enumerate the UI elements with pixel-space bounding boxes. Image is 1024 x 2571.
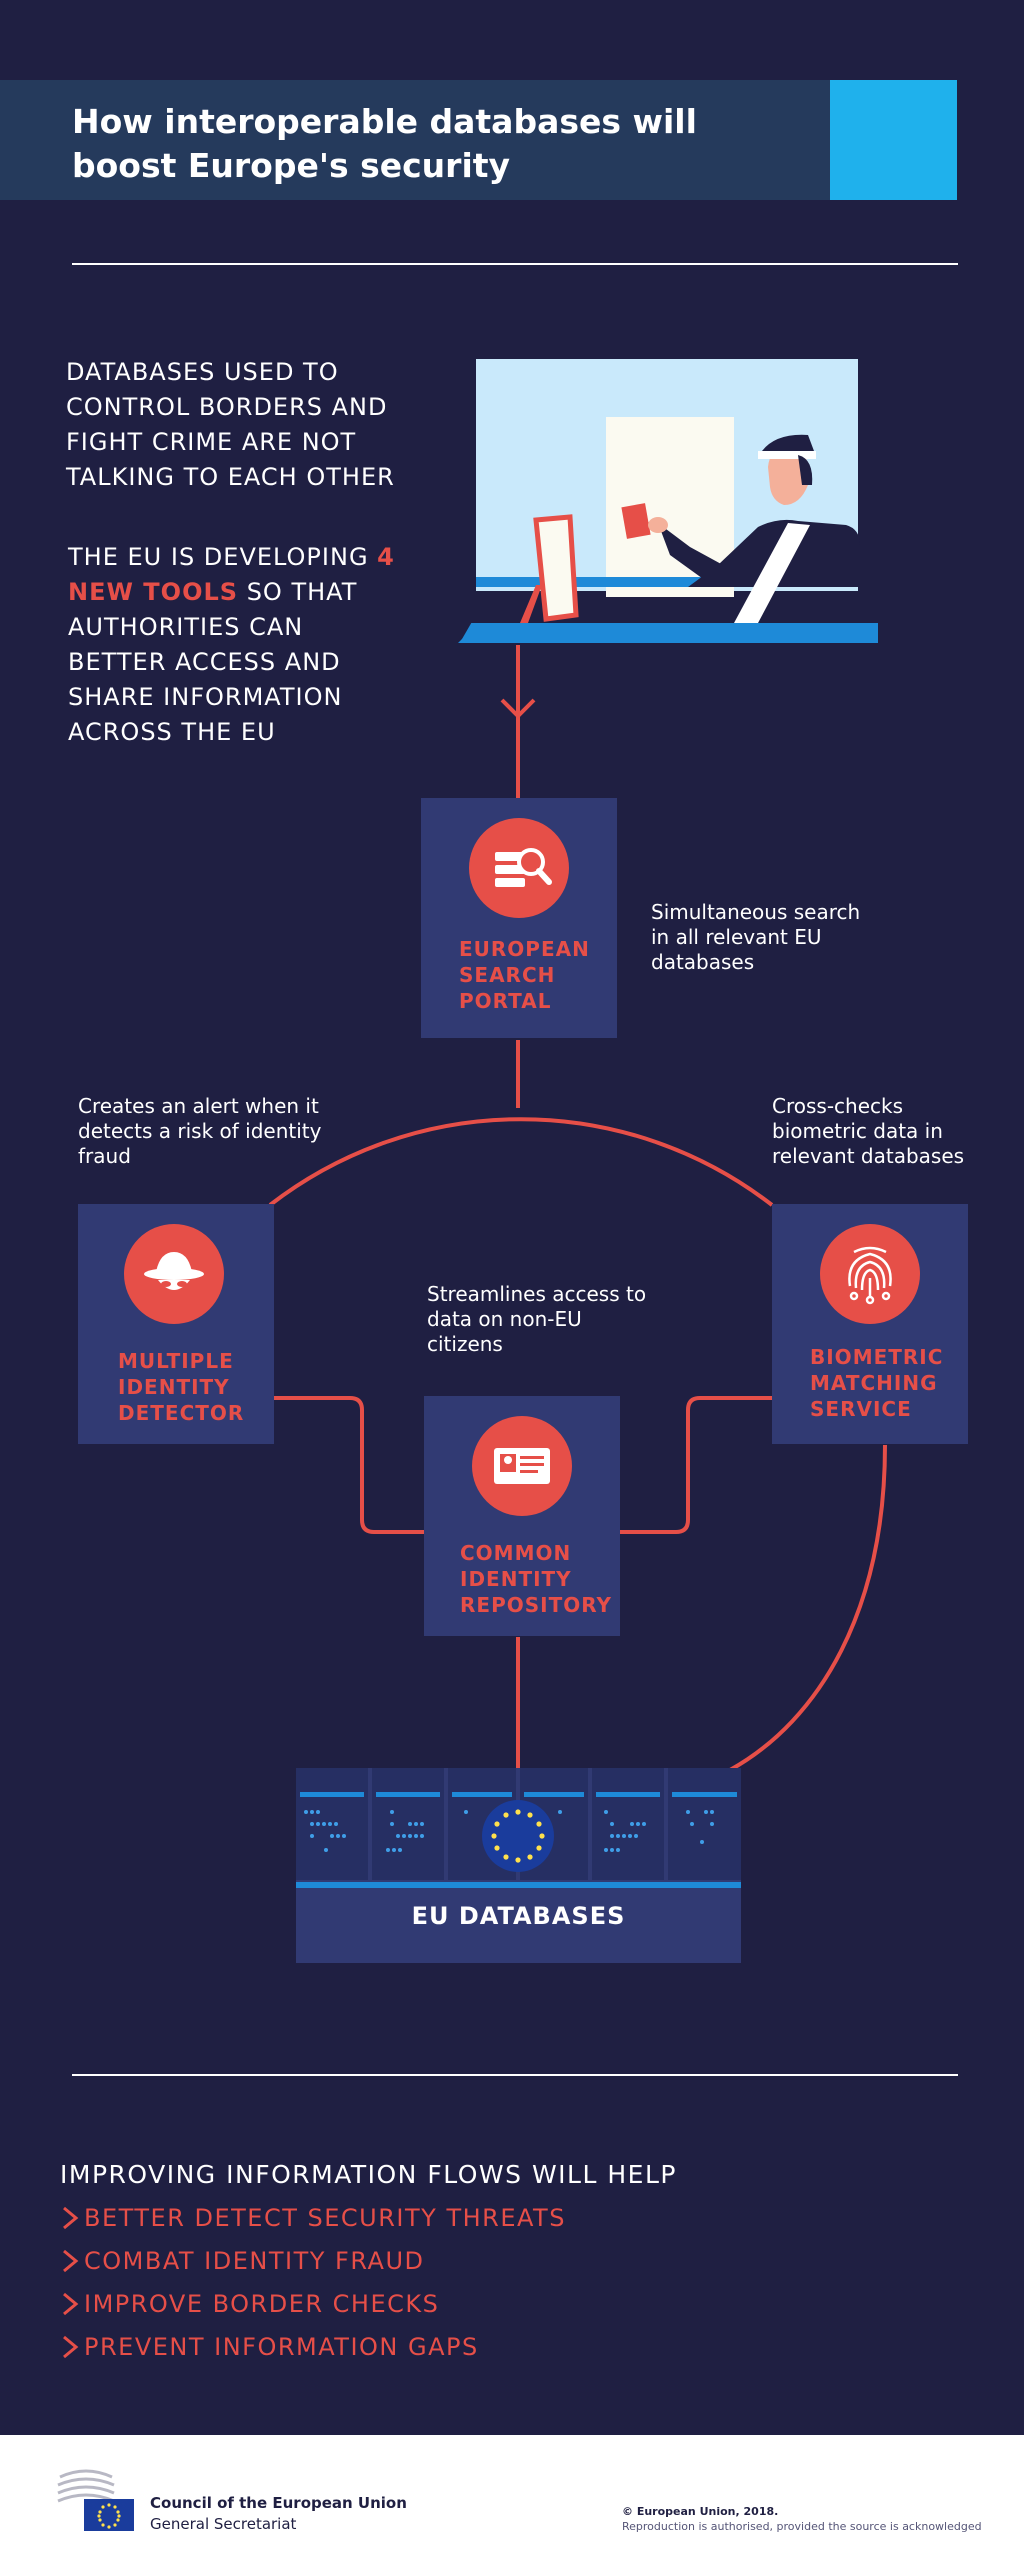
intro-solution-post: SO THAT AUTHORITIES CAN BETTER ACCESS AN… — [68, 578, 358, 746]
help-item-text: PREVENT INFORMATION GAPS — [84, 2333, 479, 2361]
bottom-divider — [72, 2074, 958, 2076]
chevron-right-icon — [60, 2247, 84, 2275]
council-name: Council of the European Union — [150, 2494, 407, 2512]
biometric-matching-service-description: Cross-checks biometric data in relevant … — [772, 1094, 965, 1168]
multiple-identity-detector-label: MULTIPLE IDENTITY DETECTOR — [118, 1349, 245, 1425]
help-item-text: BETTER DETECT SECURITY THREATS — [84, 2204, 566, 2232]
council-subtitle: General Secretariat — [150, 2515, 297, 2533]
help-item: PREVENT INFORMATION GAPS — [60, 2333, 479, 2361]
european-search-portal-label: EUROPEAN SEARCH PORTAL — [459, 937, 590, 1013]
european-search-portal-description: Simultaneous search in all relevant EU d… — [651, 900, 861, 974]
help-title: IMPROVING INFORMATION FLOWS WILL HELP — [60, 2160, 677, 2189]
title-accent-block — [830, 80, 957, 200]
intro-highlight-4-new-tools: 4 NEW TOOLS — [68, 543, 395, 606]
common-identity-repository-label: COMMON IDENTITY REPOSITORY — [460, 1541, 613, 1617]
footer: Council of the European Union General Se… — [0, 2435, 1024, 2571]
top-divider — [72, 263, 958, 265]
biometric-matching-service-label: BIOMETRIC MATCHING SERVICE — [810, 1345, 944, 1421]
intro-solution-pre: THE EU IS DEVELOPING — [68, 543, 378, 571]
fingerprint-icon — [820, 1224, 920, 1324]
eu-databases-label: EU DATABASES — [411, 1902, 626, 1930]
intro-problem-text: DATABASES USED TO CONTROL BORDERS AND FI… — [66, 358, 395, 491]
page-title: How interoperable databases will boost E… — [72, 102, 697, 185]
council-logo-icon — [57, 2469, 134, 2531]
common-identity-repository-description: Streamlines access to data on non-EU cit… — [427, 1282, 647, 1356]
chevron-right-icon — [60, 2290, 84, 2318]
search-database-icon — [469, 818, 569, 918]
id-card-icon — [472, 1416, 572, 1516]
european-search-portal-box: EUROPEAN SEARCH PORTAL — [421, 798, 617, 1038]
help-item: IMPROVE BORDER CHECKS — [60, 2290, 439, 2318]
help-item-text: IMPROVE BORDER CHECKS — [84, 2290, 440, 2318]
help-item: COMBAT IDENTITY FRAUD — [60, 2247, 425, 2275]
border-officer-illustration — [458, 359, 878, 643]
multiple-identity-detector-box: MULTIPLE IDENTITY DETECTOR — [78, 1204, 274, 1444]
eu-databases-illustration — [296, 1768, 741, 1963]
multiple-identity-detector-description: Creates an alert when it detects a risk … — [78, 1094, 322, 1168]
common-identity-repository-box: COMMON IDENTITY REPOSITORY — [424, 1396, 620, 1636]
help-item-text: COMBAT IDENTITY FRAUD — [84, 2247, 425, 2275]
chevron-right-icon — [60, 2204, 84, 2232]
help-item: BETTER DETECT SECURITY THREATS — [60, 2204, 566, 2232]
biometric-matching-service-box: BIOMETRIC MATCHING SERVICE — [772, 1204, 968, 1444]
copyright-notice: © European Union, 2018. — [622, 2505, 779, 2518]
reproduction-notice: Reproduction is authorised, provided the… — [622, 2520, 982, 2533]
spy-hat-icon — [124, 1224, 224, 1324]
intro-solution-text: THE EU IS DEVELOPING 4 NEW TOOLS SO THAT… — [68, 540, 408, 750]
title-banner — [0, 80, 830, 200]
chevron-right-icon — [60, 2333, 84, 2361]
